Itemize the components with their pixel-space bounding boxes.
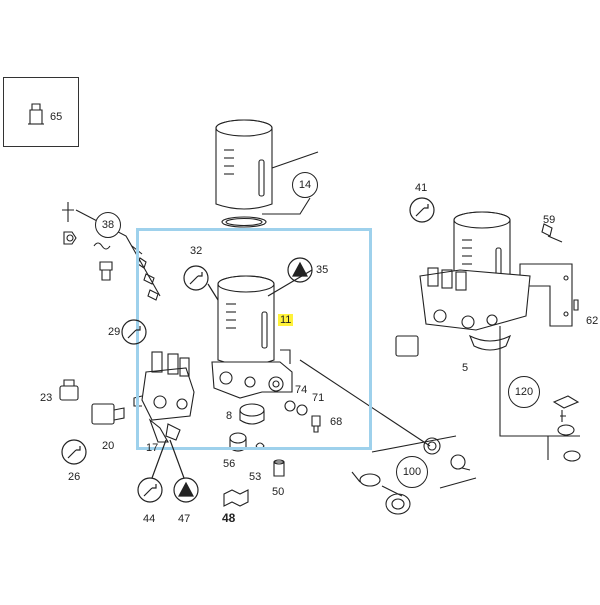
filter-cartridge-14 — [215, 119, 273, 228]
part-label-5[interactable]: 5 — [462, 362, 469, 374]
part-label-68[interactable]: 68 — [330, 416, 343, 428]
part-callout-14[interactable]: 14 — [292, 172, 318, 198]
wrench-icon-29 — [121, 319, 147, 345]
air-dryer-assembly — [211, 275, 293, 399]
valve-block-17 — [133, 351, 195, 443]
part-label-71[interactable]: 71 — [312, 392, 325, 404]
inset-box: 65 — [3, 77, 79, 147]
wrench-icon-glyph — [189, 272, 203, 285]
part-label-65[interactable]: 65 — [50, 111, 63, 123]
nipple-50 — [273, 459, 285, 477]
triangle-fitting-icon-47 — [173, 477, 199, 503]
solenoid-20 — [91, 403, 125, 425]
part-callout-100[interactable]: 100 — [396, 456, 428, 488]
part-callout-120[interactable]: 120 — [508, 376, 540, 408]
part-label-74[interactable]: 74 — [295, 384, 308, 396]
nut-8 — [239, 403, 265, 425]
part-label-53[interactable]: 53 — [249, 471, 262, 483]
bracket-120 — [499, 326, 581, 462]
wrench-icon-44 — [137, 477, 163, 503]
part-label-29[interactable]: 29 — [108, 326, 121, 338]
connector-23 — [59, 379, 79, 401]
wrench-icon-41 — [409, 197, 435, 223]
part-label-23[interactable]: 23 — [40, 392, 53, 404]
selected-assembly-frame — [136, 228, 372, 450]
part-65-icon — [28, 103, 44, 125]
union-48 — [223, 489, 249, 507]
part-label-44[interactable]: 44 — [143, 513, 156, 525]
air-dryer-assembly-right — [395, 211, 579, 357]
part-label-48[interactable]: 48 — [222, 511, 236, 525]
part-label-32[interactable]: 32 — [190, 245, 203, 257]
wrench-icon-26 — [61, 439, 87, 465]
part-label-26[interactable]: 26 — [68, 471, 81, 483]
part-label-35[interactable]: 35 — [316, 264, 329, 276]
part-label-47[interactable]: 47 — [178, 513, 191, 525]
seals-74-71 — [284, 400, 321, 433]
part-label-20[interactable]: 20 — [102, 440, 115, 452]
wrench-icon — [183, 265, 209, 291]
part-callout-38[interactable]: 38 — [95, 212, 121, 238]
part-label-41[interactable]: 41 — [415, 182, 428, 194]
part-label-17[interactable]: 17 — [146, 442, 159, 454]
part-label-50[interactable]: 50 — [272, 486, 285, 498]
part-label-62[interactable]: 62 — [586, 315, 599, 327]
part-label-11[interactable]: 11 — [278, 314, 294, 326]
part-label-8[interactable]: 8 — [226, 410, 233, 422]
part-label-59[interactable]: 59 — [543, 214, 556, 226]
part-label-56[interactable]: 56 — [223, 458, 236, 470]
connectors-100 — [299, 359, 477, 515]
